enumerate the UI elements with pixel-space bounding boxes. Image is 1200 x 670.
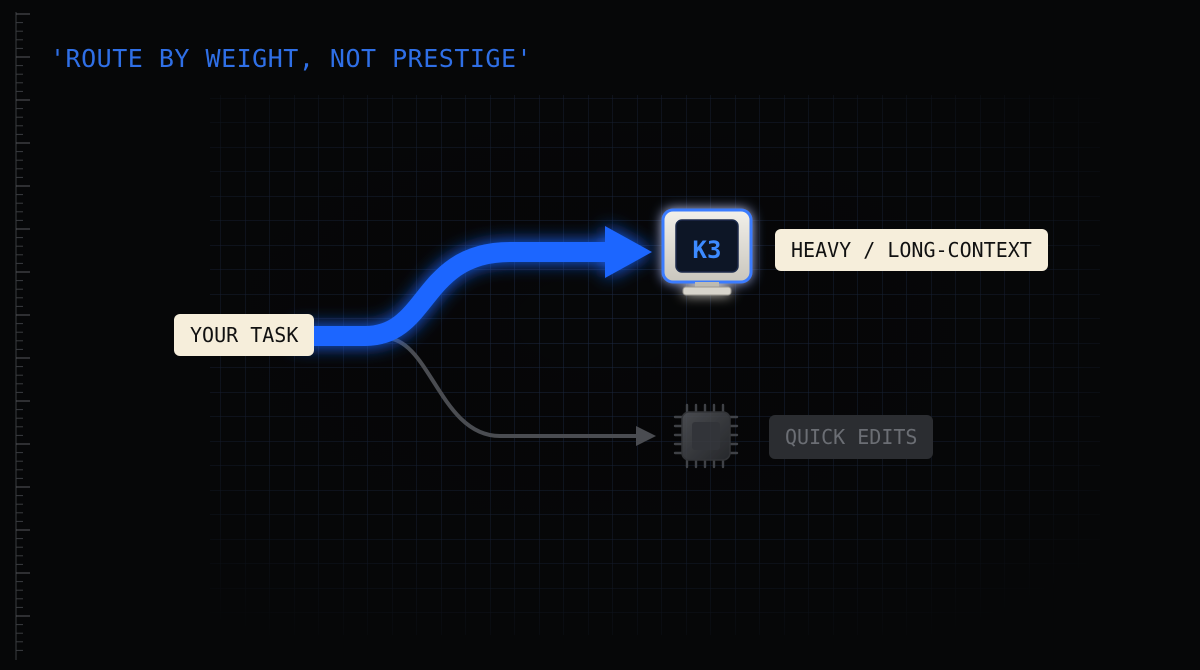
cpu-chip-icon xyxy=(673,403,739,469)
node-your-task: YOUR TASK xyxy=(174,314,315,356)
node-heavy-long-context: HEAVY / LONG-CONTEXT xyxy=(775,229,1048,271)
computer-monitor-icon: K3 xyxy=(661,208,753,296)
diagram-title: 'ROUTE BY WEIGHT, NOT PRESTIGE' xyxy=(50,44,533,73)
route-active-group xyxy=(290,226,652,346)
left-ruler xyxy=(15,12,30,660)
route-arrow-quick xyxy=(636,426,656,446)
route-line-heavy xyxy=(290,242,622,346)
route-line-quick xyxy=(383,336,642,438)
monitor-screen-text: K3 xyxy=(693,236,722,264)
node-quick-edits: QUICK EDITS xyxy=(769,415,934,459)
route-arrow-heavy xyxy=(605,226,652,278)
